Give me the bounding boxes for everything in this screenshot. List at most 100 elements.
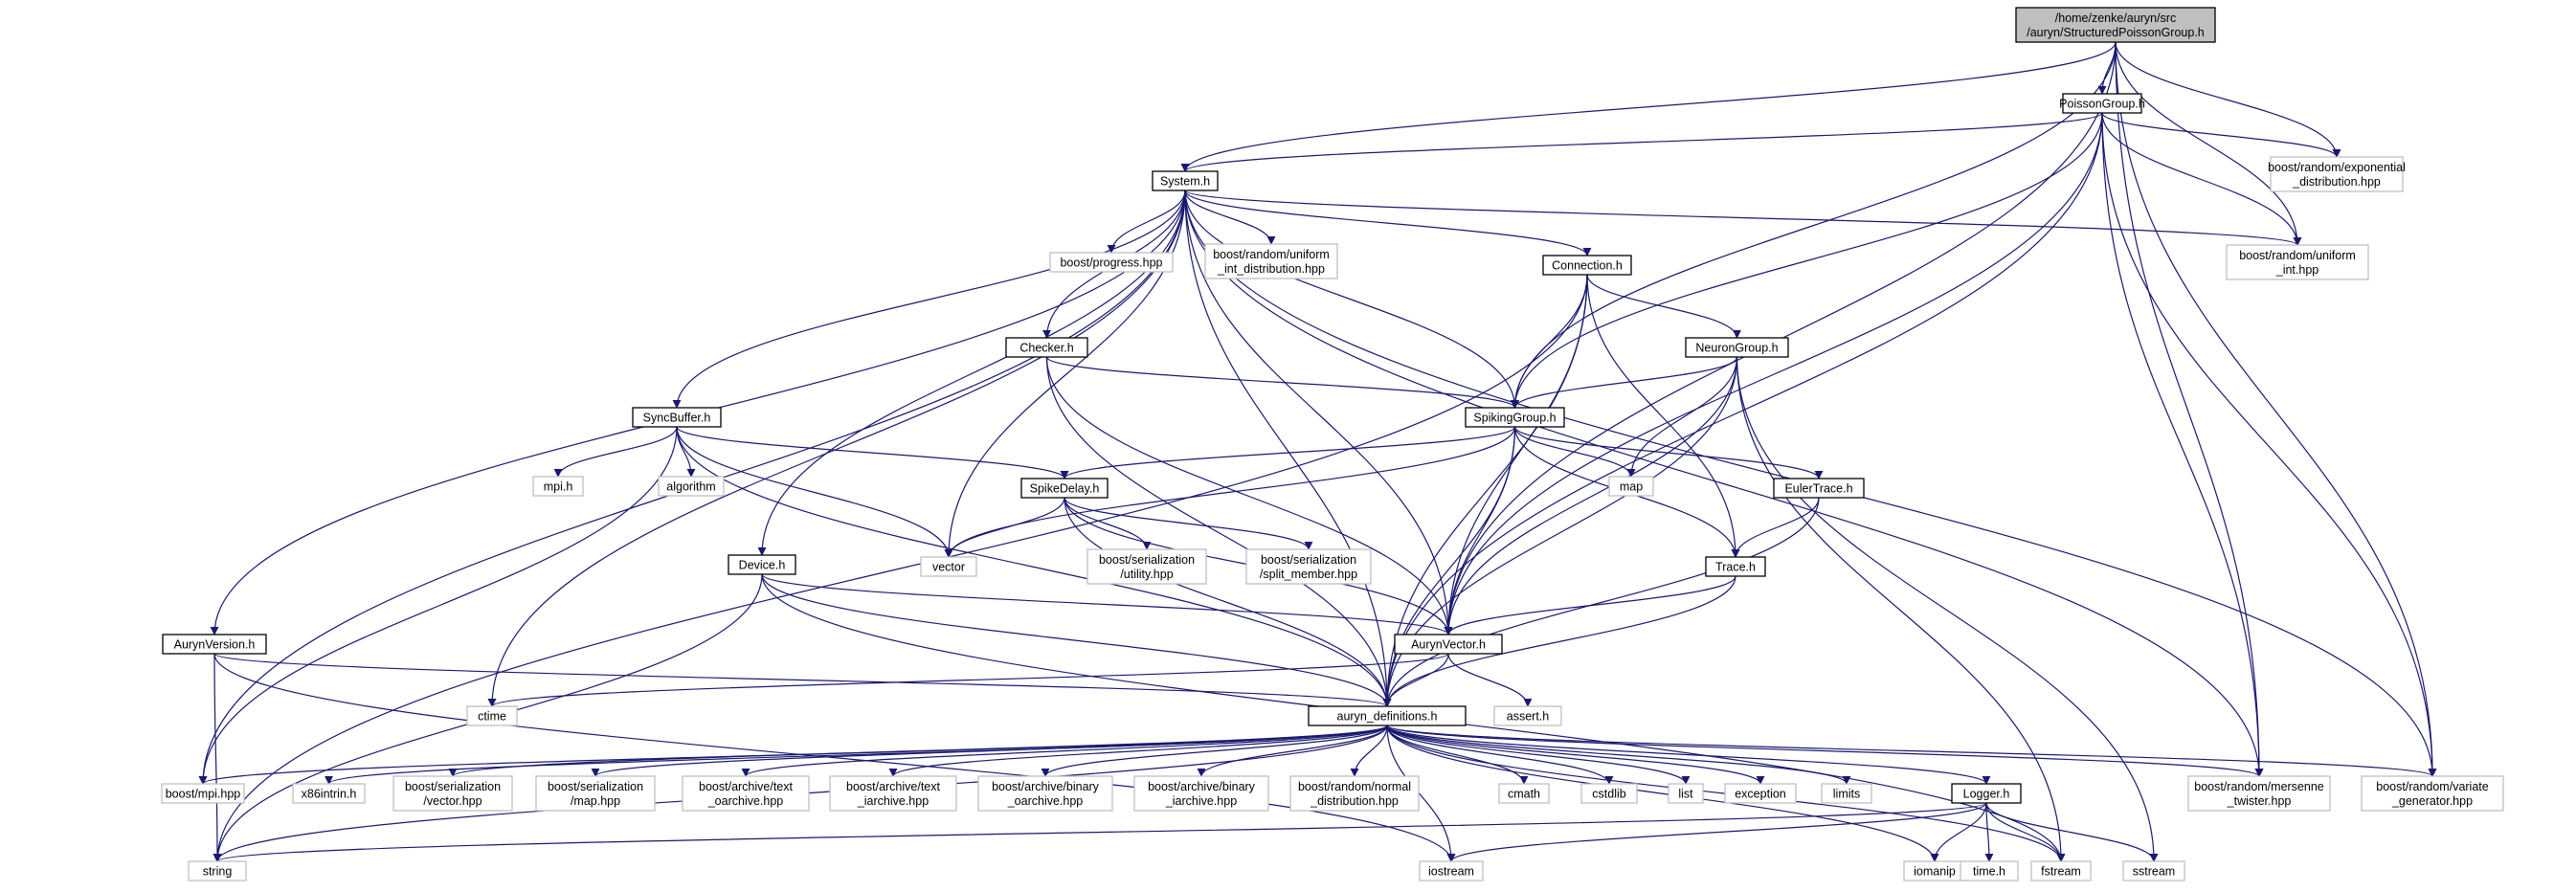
node-syncbuffer[interactable]: SyncBuffer.h <box>632 407 722 428</box>
edge-logger-to-iomanip <box>1930 802 1987 862</box>
edge-logger-to-string <box>213 802 1987 862</box>
edge-auryn_defs-to-binary_oarchive <box>1041 725 1388 777</box>
node-binary_iarchive: boost/archive/binary_iarchive.hpp <box>1133 775 1269 812</box>
node-box-exception <box>1724 783 1797 804</box>
node-ser_vector: boost/serialization/vector.hpp <box>392 775 513 812</box>
node-box-x86intrin <box>292 783 366 804</box>
edge-aurynvector-to-ctime <box>487 653 1449 707</box>
edge-spikinggroup-to-auryn_defs <box>1382 426 1516 707</box>
node-eulertrace[interactable]: EulerTrace.h <box>1773 478 1865 499</box>
node-poissongroup[interactable]: PoissonGroup.h <box>2059 93 2145 114</box>
edge-neurongroup-to-spikinggroup <box>1511 356 1738 409</box>
node-box-limits <box>1821 783 1872 804</box>
node-iomanip: iomanip <box>1903 860 1966 881</box>
node-cstdlib: cstdlib <box>1580 783 1638 804</box>
node-box-eulertrace <box>1773 478 1865 499</box>
node-label-normal_dist-0: boost/random/normal <box>1298 780 1411 793</box>
node-label-checker-0: Checker.h <box>1019 342 1073 355</box>
node-box-uniform_int_dist <box>1204 243 1338 279</box>
edge-auryn_defs-to-list <box>1386 725 1691 785</box>
node-box-list <box>1668 783 1704 804</box>
edge-poissongroup-to-system <box>1180 112 2103 172</box>
edge-system-to-connection <box>1184 190 1592 256</box>
node-label-device-0: Device.h <box>739 559 786 572</box>
node-exception: exception <box>1724 783 1797 804</box>
node-box-vector <box>920 556 977 577</box>
node-boost_mpi: boost/mpi.hpp <box>161 783 245 804</box>
edge-auryn_defs-to-logger <box>1386 725 1991 785</box>
node-label-ser_utility-1: /utility.hpp <box>1120 568 1173 581</box>
node-box-uniform_int <box>2226 244 2369 280</box>
node-label-mersenne-1: _twister.hpp <box>2227 794 2292 808</box>
node-spikedelay[interactable]: SpikeDelay.h <box>1020 478 1109 499</box>
node-connection[interactable]: Connection.h <box>1542 255 1632 276</box>
edge-root-to-variate <box>2115 41 2437 777</box>
node-box-ser_vector <box>392 775 513 812</box>
edge-auryn_defs-to-limits <box>1386 725 1851 785</box>
edge-logger-to-time_h <box>1984 802 1994 862</box>
edge-poissongroup-to-variate <box>2101 112 2437 777</box>
node-mpi_h: mpi.h <box>532 476 584 497</box>
edge-auryn_defs-to-x86intrin <box>325 725 1388 785</box>
node-time_h: time.h <box>1960 860 2019 881</box>
edge-trace-to-auryn_defs <box>1382 575 1736 707</box>
node-label-exp_dist-0: boost/random/exponential <box>2268 161 2406 174</box>
node-checker[interactable]: Checker.h <box>1005 337 1088 358</box>
edge-root-to-system <box>1180 41 2117 172</box>
node-exp_dist: boost/random/exponential_distribution.hp… <box>2268 156 2406 192</box>
node-label-uniform_int-1: _int.hpp <box>2275 263 2319 277</box>
node-ctime: ctime <box>466 705 518 726</box>
node-neurongroup[interactable]: NeuronGroup.h <box>1685 337 1789 358</box>
node-ser_split: boost/serialization/split_member.hpp <box>1245 548 1372 585</box>
edge-checker-to-spikinggroup <box>1045 356 1519 409</box>
edge-spikinggroup-to-spikedelay <box>1060 426 1516 479</box>
node-box-aurynvector <box>1394 634 1503 655</box>
node-label-limits-0: limits <box>1833 788 1860 801</box>
node-label-fstream-0: fstream <box>2041 865 2081 879</box>
node-box-binary_iarchive <box>1133 775 1269 812</box>
edge-auryn_defs-to-cstdlib <box>1386 725 1614 785</box>
node-box-exp_dist <box>2270 156 2404 192</box>
node-list: list <box>1668 783 1704 804</box>
node-aurynversion[interactable]: AurynVersion.h <box>162 634 267 655</box>
node-logger[interactable]: Logger.h <box>1951 783 2022 804</box>
node-system[interactable]: System.h <box>1152 170 1219 191</box>
node-label-poissongroup-0: PoissonGroup.h <box>2059 98 2145 111</box>
node-box-logger <box>1951 783 2022 804</box>
node-trace[interactable]: Trace.h <box>1705 556 1766 577</box>
node-progress: boost/progress.hpp <box>1049 252 1174 273</box>
node-auryn_defs[interactable]: auryn_definitions.h <box>1308 705 1467 726</box>
node-label-list-0: list <box>1678 788 1693 801</box>
node-label-eulertrace-0: EulerTrace.h <box>1784 482 1852 496</box>
edge-auryn_defs-to-binary_iarchive <box>1197 725 1388 777</box>
node-label-ser_utility-0: boost/serialization <box>1099 553 1195 567</box>
node-spikinggroup[interactable]: SpikingGroup.h <box>1465 407 1565 428</box>
node-box-boost_mpi <box>161 783 245 804</box>
node-label-connection-0: Connection.h <box>1552 259 1623 273</box>
node-label-string-0: string <box>203 865 233 879</box>
node-x86intrin: x86intrin.h <box>292 783 366 804</box>
node-box-root <box>2015 7 2216 43</box>
edge-spikinggroup-to-aurynvector <box>1444 426 1516 636</box>
node-label-algorithm-0: algorithm <box>666 480 715 494</box>
node-normal_dist: boost/random/normal_distribution.hpp <box>1289 775 1420 812</box>
node-root[interactable]: /home/zenke/auryn/src/auryn/StructuredPo… <box>2015 7 2216 43</box>
node-ser_map: boost/serialization/map.hpp <box>535 775 656 812</box>
edge-eulertrace-to-auryn_defs <box>1382 497 1820 707</box>
edge-checker-to-auryn_defs <box>1045 356 1392 707</box>
edge-aurynversion-to-iostream <box>213 653 1456 862</box>
node-box-ser_utility <box>1086 548 1207 585</box>
edge-neurongroup-to-map <box>1626 356 1738 478</box>
node-device[interactable]: Device.h <box>728 554 796 575</box>
edge-spikedelay-to-vector <box>944 497 1065 558</box>
edge-root-to-mersenne <box>2115 41 2264 777</box>
node-uniform_int_dist: boost/random/uniform_int_distribution.hp… <box>1204 243 1338 279</box>
edge-auryn_defs-to-text_iarchive <box>888 725 1388 777</box>
node-label-root-1: /auryn/StructuredPoissonGroup.h <box>2027 26 2205 39</box>
node-label-variate-1: _generator.hpp <box>2391 794 2473 808</box>
node-label-root-0: /home/zenke/auryn/src <box>2055 11 2176 25</box>
node-label-map-0: map <box>1620 480 1643 494</box>
node-aurynvector[interactable]: AurynVector.h <box>1394 634 1503 655</box>
edge-logger-to-fstream <box>1985 802 2066 862</box>
node-box-auryn_defs <box>1308 705 1467 726</box>
